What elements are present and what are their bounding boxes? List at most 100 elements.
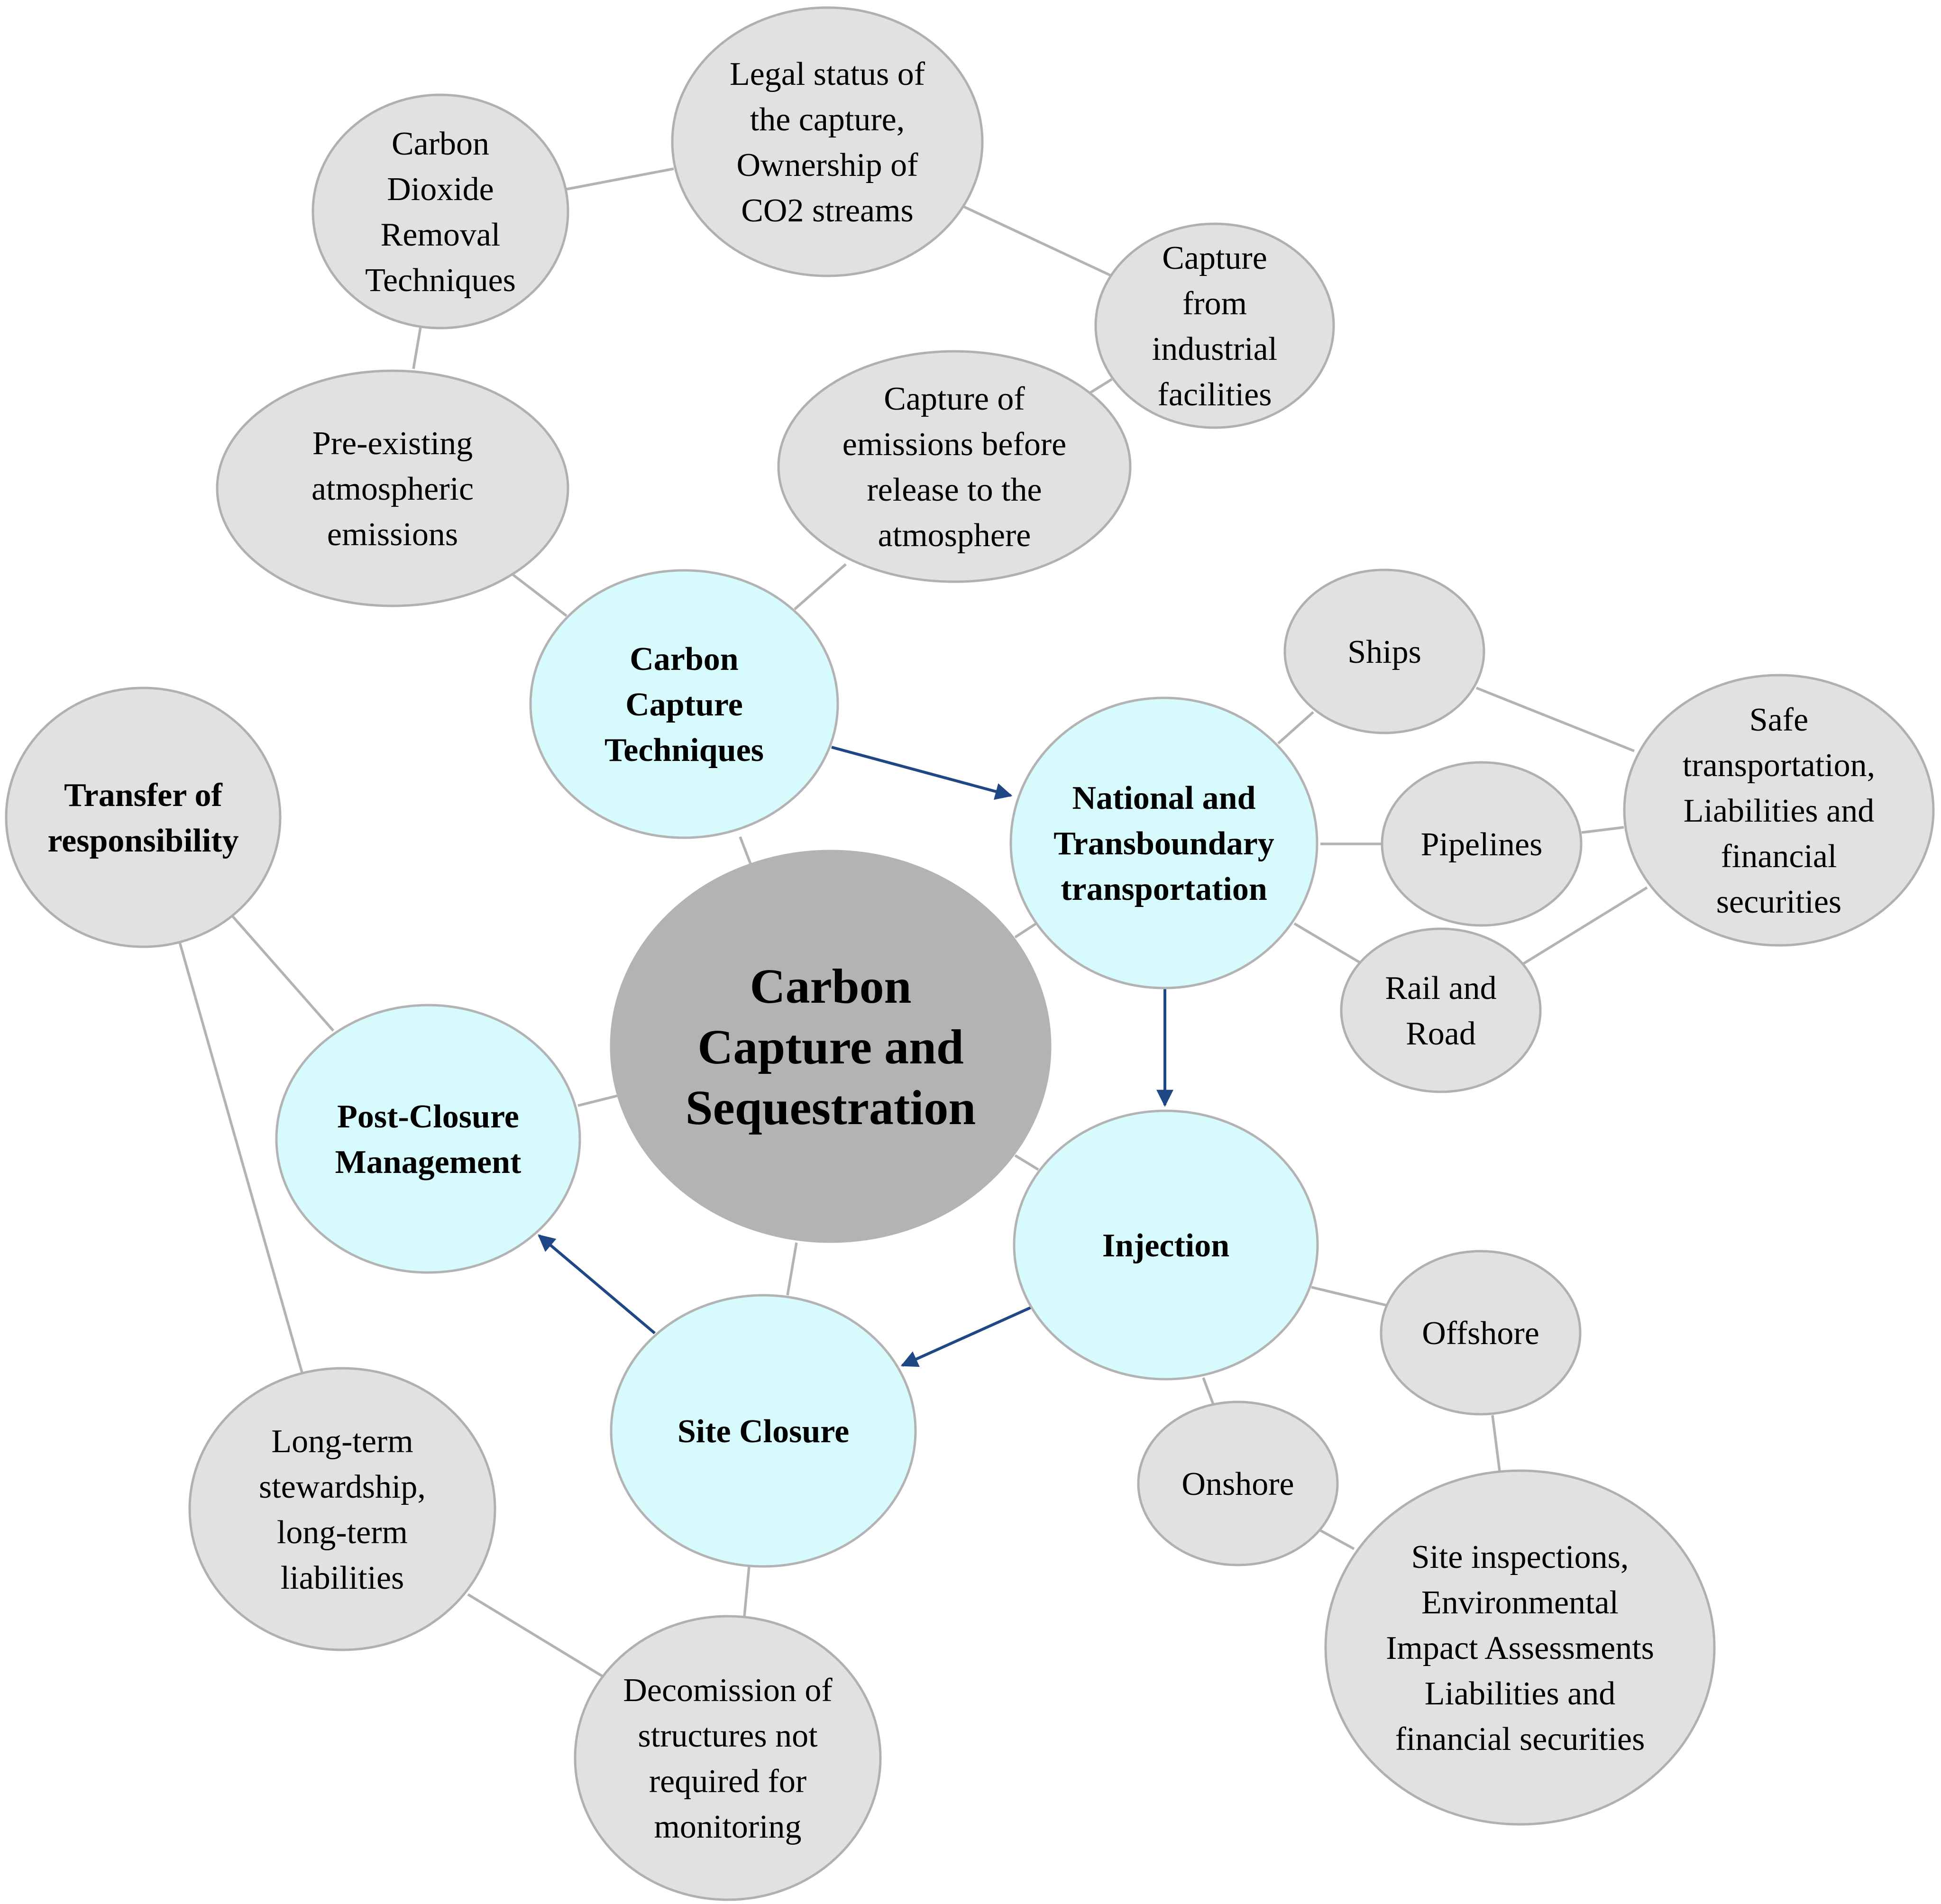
label-line: Transfer of bbox=[64, 777, 222, 814]
flow-arrows bbox=[538, 746, 1173, 1367]
connector-rail-safe bbox=[1521, 886, 1648, 966]
connector-pre-existing-cdr bbox=[412, 327, 422, 369]
label-line: Site Closure bbox=[678, 1413, 849, 1450]
center-node-shape bbox=[610, 850, 1052, 1243]
node-injection: Injection bbox=[1013, 1109, 1319, 1381]
label-line: Capture bbox=[625, 687, 743, 723]
label-line: Impact Assessments bbox=[1386, 1630, 1654, 1666]
node-onshore-label: Onshore bbox=[1181, 1466, 1294, 1502]
label-line: emissions before bbox=[842, 426, 1066, 463]
label-line: financial bbox=[1721, 838, 1837, 875]
node-onshore: Onshore bbox=[1137, 1401, 1339, 1566]
label-line: Onshore bbox=[1181, 1466, 1294, 1502]
node-site-closure-label: Site Closure bbox=[678, 1413, 849, 1450]
label-line: Ships bbox=[1347, 634, 1421, 670]
node-injection-label: Injection bbox=[1102, 1227, 1229, 1264]
connector-injection-offshore bbox=[1311, 1286, 1387, 1307]
connectors bbox=[178, 167, 1648, 1680]
connector-cdr-legal bbox=[566, 167, 674, 191]
label-line: Legal status of bbox=[730, 56, 925, 92]
label-line: Techniques bbox=[604, 732, 764, 769]
node-offshore: Offshore bbox=[1380, 1250, 1582, 1416]
connector-transport-ships bbox=[1277, 711, 1314, 745]
label-line: Injection bbox=[1102, 1227, 1229, 1264]
label-line: transportation, bbox=[1683, 747, 1875, 784]
label-line: Capture and bbox=[697, 1020, 964, 1074]
label-line: long-term bbox=[277, 1514, 408, 1551]
label-line: from bbox=[1182, 285, 1247, 322]
label-line: Carbon bbox=[630, 641, 738, 677]
label-line: transportation bbox=[1061, 871, 1267, 907]
label-line: monitoring bbox=[654, 1809, 801, 1845]
label-line: CO2 streams bbox=[741, 192, 914, 229]
label-line: Carbon bbox=[750, 959, 912, 1014]
node-transfer-of-responsibility: Transfer of responsibility bbox=[5, 687, 282, 948]
connector-center-site-closure bbox=[786, 1242, 798, 1296]
connector-pipelines-safe bbox=[1581, 826, 1624, 834]
label-line: emissions bbox=[327, 516, 458, 553]
node-legal-status-label: Legal status of the capture, Ownership of C… bbox=[730, 56, 925, 229]
connector-onshore-inspections bbox=[1318, 1529, 1355, 1550]
node-legal-status: Legal status of the capture, Ownership of C… bbox=[671, 6, 984, 277]
connector-offshore-inspections bbox=[1491, 1415, 1501, 1472]
label-line: Ownership of bbox=[737, 147, 919, 183]
label-line: atmospheric bbox=[311, 471, 474, 507]
connector-post-closure-transfer bbox=[231, 915, 335, 1032]
connector-site-closure-decommission bbox=[743, 1566, 751, 1617]
connector-capture-pre-existing bbox=[511, 572, 568, 617]
label-line: the capture, bbox=[750, 101, 905, 138]
connector-injection-onshore bbox=[1202, 1377, 1215, 1405]
label-line: Management bbox=[335, 1144, 522, 1181]
label-line: industrial bbox=[1152, 331, 1277, 367]
connector-decommission-long-term bbox=[467, 1593, 607, 1680]
label-line: Environmental bbox=[1421, 1584, 1619, 1621]
label-line: Sequestration bbox=[686, 1080, 976, 1135]
connector-center-transport bbox=[1014, 921, 1039, 939]
connector-center-capture bbox=[739, 836, 752, 864]
connector-before-release-industrial bbox=[1090, 378, 1113, 394]
label-line: Rail and bbox=[1385, 970, 1496, 1007]
arrow-capture-to-transport bbox=[831, 746, 1013, 800]
label-line: securities bbox=[1716, 884, 1841, 920]
connector-long-term-transfer bbox=[178, 940, 303, 1373]
node-ships: Ships bbox=[1283, 568, 1485, 734]
label-line: Road bbox=[1406, 1016, 1476, 1052]
label-line: liabilities bbox=[281, 1560, 404, 1596]
label-line: Decomission of bbox=[623, 1672, 833, 1709]
node-pipelines: Pipelines bbox=[1381, 761, 1583, 927]
node-ships-label: Ships bbox=[1347, 634, 1421, 670]
label-line: required for bbox=[649, 1763, 806, 1800]
label-line: responsibility bbox=[47, 823, 238, 859]
label-line: Liabilities and bbox=[1684, 793, 1874, 829]
label-line: Carbon bbox=[392, 126, 489, 162]
arrow-injection-to-site-closure bbox=[900, 1306, 1032, 1367]
node-offshore-label: Offshore bbox=[1422, 1315, 1539, 1352]
connector-transport-rail bbox=[1293, 922, 1361, 964]
label-line: Capture bbox=[1162, 240, 1267, 276]
